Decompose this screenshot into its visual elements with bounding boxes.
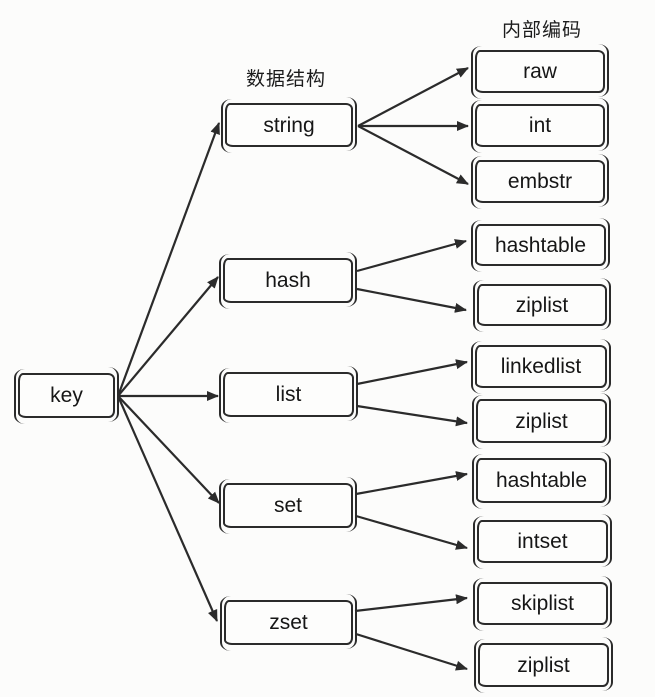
encoding-label-zset-ziplist: ziplist bbox=[517, 653, 570, 677]
type-box-string: string bbox=[221, 97, 357, 153]
encoding-box-hash-hashtable: hashtable bbox=[471, 218, 610, 272]
type-label-list: list bbox=[275, 383, 302, 406]
encoding-box-zset-ziplist: ziplist bbox=[474, 637, 613, 693]
arrow-list-ziplist bbox=[356, 404, 468, 427]
encoding-box-list-ziplist: ziplist bbox=[472, 393, 611, 449]
type-label-zset: zset bbox=[269, 611, 308, 634]
encoding-label-list-linkedlist: linkedlist bbox=[500, 355, 582, 378]
key-label: key bbox=[50, 384, 83, 407]
type-box-hash: hash bbox=[219, 252, 357, 309]
type-label-string: string bbox=[263, 113, 315, 137]
arrow-string-embstr bbox=[357, 125, 469, 185]
encoding-label-zset-skiplist: skiplist bbox=[510, 592, 574, 615]
arrow-key-hash bbox=[117, 276, 219, 397]
type-box-zset: zset bbox=[220, 594, 357, 651]
arrow-hash-ziplist bbox=[356, 287, 467, 313]
encoding-label-hash-ziplist: ziplist bbox=[515, 293, 569, 317]
encoding-box-embstr: embstr bbox=[471, 154, 609, 209]
encoding-box-int: int bbox=[471, 98, 609, 153]
column-label-data-structure: 数据结构 bbox=[245, 69, 327, 90]
encoding-box-zset-skiplist: skiplist bbox=[473, 576, 612, 631]
arrow-list-linkedlist bbox=[356, 359, 468, 386]
encoding-label-list-ziplist: ziplist bbox=[515, 409, 568, 433]
arrow-zset-skiplist bbox=[354, 594, 468, 613]
encoding-box-raw: raw bbox=[471, 44, 609, 99]
arrow-string-raw bbox=[357, 67, 469, 127]
arrow-hash-hashtable bbox=[356, 239, 467, 273]
encoding-box-hash-ziplist: ziplist bbox=[473, 278, 611, 332]
type-box-list: list bbox=[219, 366, 358, 423]
arrow-key-set bbox=[117, 395, 220, 504]
encoding-label-embstr: embstr bbox=[507, 170, 573, 193]
encoding-label-int: int bbox=[528, 114, 552, 137]
type-box-set: set bbox=[219, 477, 357, 534]
arrow-zset-ziplist bbox=[355, 632, 468, 671]
arrow-key-zset bbox=[116, 395, 219, 622]
column-label-internal-encoding: 内部编码 bbox=[501, 20, 583, 41]
encoding-label-set-intset: intset bbox=[517, 530, 568, 553]
arrow-key-string bbox=[116, 122, 221, 397]
type-label-hash: hash bbox=[265, 269, 311, 292]
encoding-box-set-intset: intset bbox=[473, 514, 612, 569]
key-box: key bbox=[14, 367, 119, 424]
arrow-set-intset bbox=[355, 514, 468, 550]
encoding-box-list-linkedlist: linkedlist bbox=[471, 339, 611, 394]
type-label-set: set bbox=[273, 494, 302, 517]
encoding-box-set-hashtable: hashtable bbox=[472, 452, 611, 509]
encoding-label-set-hashtable: hashtable bbox=[495, 469, 588, 492]
arrow-set-hashtable bbox=[355, 471, 468, 496]
encoding-label-raw: raw bbox=[523, 60, 557, 83]
encoding-label-hash-hashtable: hashtable bbox=[494, 233, 587, 257]
